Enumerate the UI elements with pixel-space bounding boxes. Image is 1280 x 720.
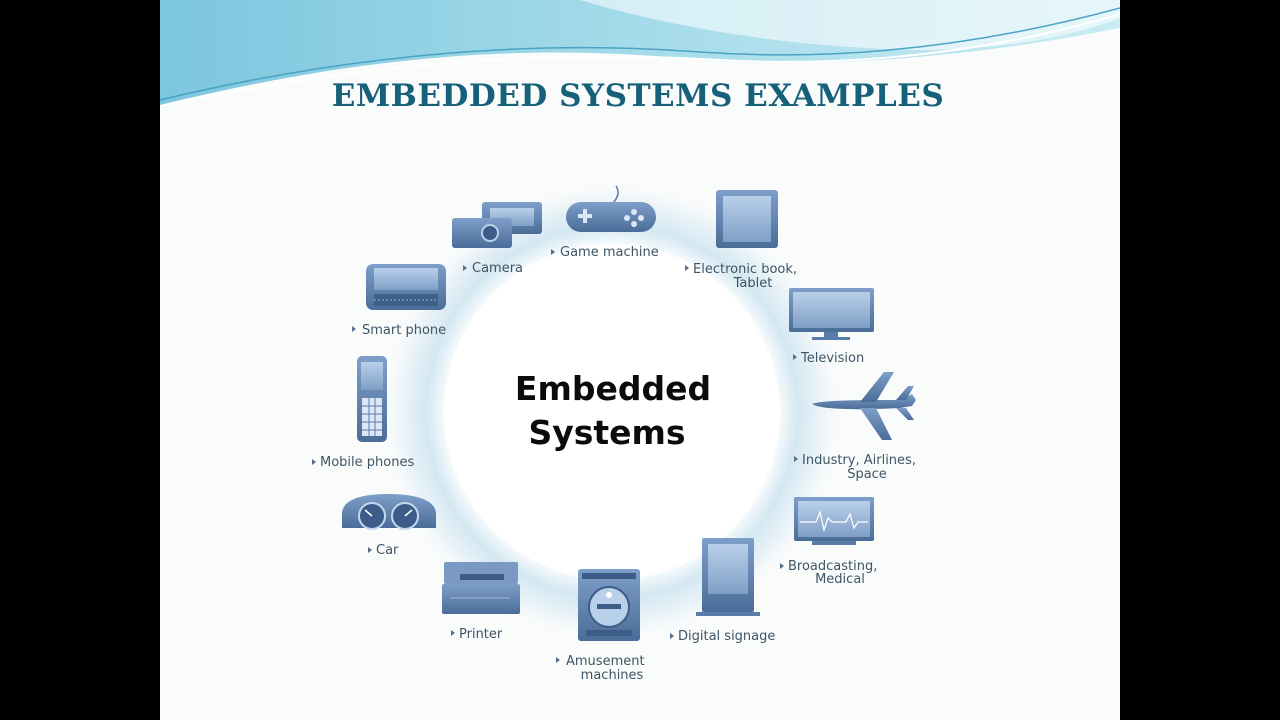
center-circle [444, 244, 780, 580]
car-dashboard-icon [342, 494, 436, 530]
industry-label-line1: Industry, Airlines, [802, 453, 916, 468]
digital-signage-label: Digital signage [678, 629, 775, 644]
slide-title: EMBEDDED SYSTEMS EXAMPLES [331, 78, 945, 114]
medical-monitor-icon [794, 497, 874, 545]
television-icon [789, 288, 874, 340]
printer-icon [442, 562, 520, 614]
mobile-phone-icon [357, 356, 387, 442]
digital-signage-icon [696, 538, 760, 616]
camera-label: Camera [472, 261, 523, 276]
broadcasting-label-line1: Broadcasting, [788, 559, 877, 574]
ebook-label-line1: Electronic book, [693, 262, 797, 277]
ebook-label-line2: Tablet [733, 276, 773, 291]
television-label: Television [800, 351, 864, 366]
amusement-label-line1: Amusement [566, 654, 645, 669]
smartphone-icon [366, 264, 446, 310]
slide: EMBEDDED SYSTEMS EXAMPLES Embedded Syste… [160, 0, 1120, 720]
smartphone-label: Smart phone [362, 323, 446, 338]
game-machine-label: Game machine [560, 245, 659, 260]
amusement-machine-icon [578, 569, 640, 641]
camera-icon [452, 202, 542, 248]
car-label: Car [376, 543, 399, 558]
game-controller-icon [566, 185, 656, 232]
center-title-line2: Systems [528, 413, 685, 452]
mobile-phones-label: Mobile phones [320, 455, 414, 470]
tablet-icon [716, 190, 778, 248]
broadcasting-label-line2: Medical [815, 572, 865, 587]
embedded-systems-diagram: Embedded Systems Camera Game machine [312, 180, 916, 683]
center-title-line1: Embedded [515, 369, 711, 408]
industry-label-line2: Space [847, 467, 887, 482]
header-wave-decoration [160, 0, 1120, 107]
printer-label: Printer [459, 627, 503, 642]
airplane-icon [812, 372, 916, 440]
amusement-label-line2: machines [581, 668, 644, 683]
